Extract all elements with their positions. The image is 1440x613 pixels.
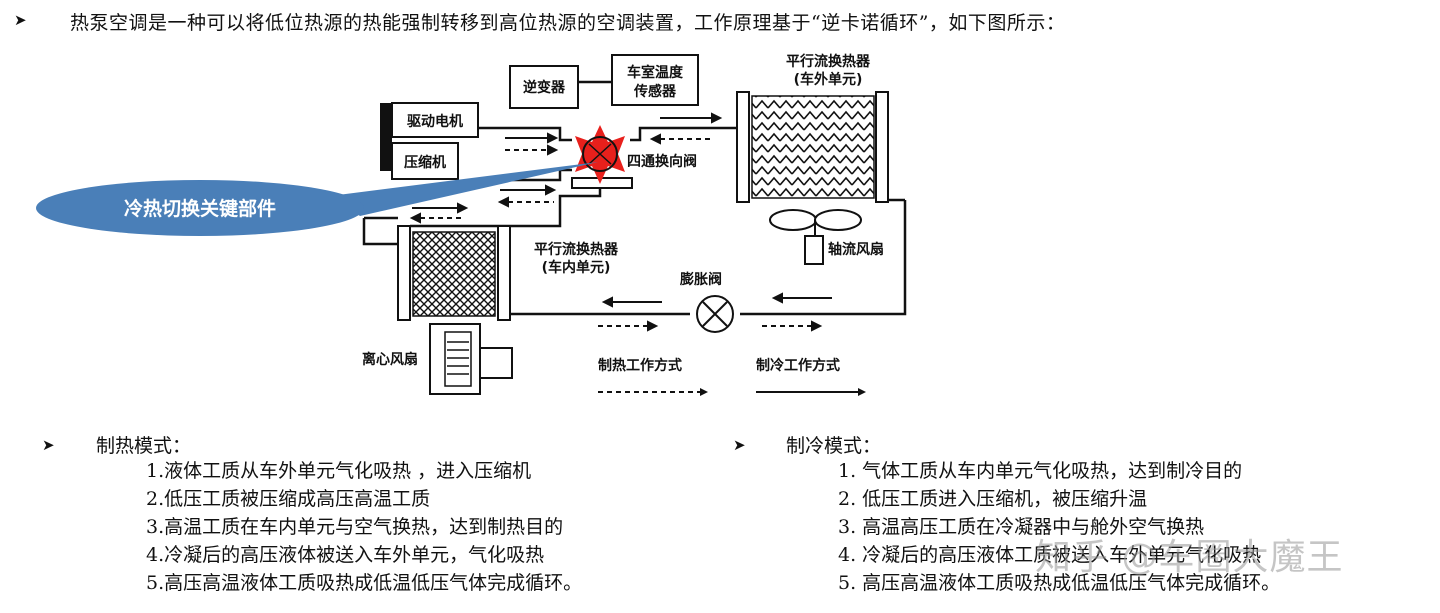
heat-pump-diagram: 逆变器 车室温度 传感器 驱动电机 压缩机 四通换向阀 平行流换热器 (车外单元… — [36, 53, 907, 396]
axial-fan-label: 轴流风扇 — [828, 241, 884, 258]
centrifugal-fan-label: 离心风扇 — [362, 351, 418, 368]
intro-bullet-icon: ➤ — [14, 11, 27, 29]
cabin-temp-sensor-label-2: 传感器 — [633, 83, 677, 100]
heating-step: 5.高压高温液体工质吸热成低温低压气体完成循环。 — [146, 572, 583, 594]
indoor-exchanger-label-1: 平行流换热器 — [534, 241, 619, 258]
compressor-box: 压缩机 — [391, 142, 459, 180]
cooling-step: 5. 高压高温液体工质吸热成低温低压气体完成循环。 — [838, 572, 1281, 594]
flow-arrows — [409, 112, 832, 332]
watermark: 知乎 @车圈大魔王 — [1035, 537, 1344, 578]
indoor-exchanger: 平行流换热器 (车内单元) — [397, 225, 619, 321]
cabin-temp-sensor-box: 车室温度 传感器 — [611, 54, 699, 106]
axial-fan-icon — [769, 209, 862, 265]
heating-step: 3.高温工质在车内单元与空气换热，达到制热目的 — [146, 516, 564, 538]
cooling-step: 4. 冷凝后的高压液体工质被送入车外单元气化吸热 — [838, 544, 1262, 566]
inverter-box: 逆变器 — [509, 65, 579, 109]
expansion-valve-label: 膨胀阀 — [680, 271, 722, 288]
drive-motor-box: 驱动电机 — [380, 102, 479, 171]
legend-heating-label: 制热工作方式 — [598, 357, 682, 374]
cooling-bullet-icon: ➤ — [733, 436, 746, 454]
cooling-step: 1. 气体工质从车内单元气化吸热，达到制冷目的 — [838, 460, 1243, 482]
heating-bullet-icon: ➤ — [42, 436, 55, 454]
centrifugal-fan-icon — [429, 323, 513, 395]
compressor-label: 压缩机 — [404, 154, 446, 171]
legend: 制热工作方式 制冷工作方式 — [598, 357, 866, 396]
cooling-steps: 1. 气体工质从车内单元气化吸热，达到制冷目的 2. 低压工质进入压缩机，被压缩… — [838, 457, 1280, 597]
four-way-valve-label: 四通换向阀 — [627, 153, 697, 170]
heating-mode-title: 制热模式： — [96, 435, 192, 457]
key-component-star-icon — [575, 125, 625, 184]
inverter-label: 逆变器 — [523, 79, 566, 96]
heating-step: 2.低压工质被压缩成高压高温工质 — [146, 488, 431, 510]
indoor-exchanger-label-2: (车内单元) — [542, 259, 611, 276]
outdoor-exchanger-label-2: (车外单元) — [794, 71, 863, 88]
expansion-valve-icon — [696, 295, 734, 333]
drive-motor-label: 驱动电机 — [407, 113, 463, 130]
key-component-callout: 冷热切换关键部件 — [36, 162, 598, 236]
heating-step: 1.液体工质从车外单元气化吸热 ，进入压缩机 — [146, 460, 532, 482]
heating-steps: 1.液体工质从车外单元气化吸热 ，进入压缩机 2.低压工质被压缩成高压高温工质 … — [146, 457, 582, 597]
heating-step: 4.冷凝后的高压液体被送入车外单元，气化吸热 — [146, 544, 545, 566]
cooling-step: 2. 低压工质进入压缩机，被压缩升温 — [838, 488, 1148, 510]
cooling-step: 3. 高温高压工质在冷凝器中与舱外空气换热 — [838, 516, 1205, 538]
outdoor-exchanger-label-1: 平行流换热器 — [786, 53, 871, 70]
intro-text: 热泵空调是一种可以将低位热源的热能强制转移到高位热源的空调装置，工作原理基于“逆… — [70, 12, 1066, 34]
cabin-temp-sensor-label-1: 车室温度 — [627, 64, 684, 81]
outdoor-exchanger: 平行流换热器 (车外单元) — [736, 53, 889, 203]
legend-cooling-label: 制冷工作方式 — [756, 357, 840, 374]
callout-label: 冷热切换关键部件 — [124, 197, 276, 220]
cooling-mode-title: 制冷模式： — [786, 435, 882, 457]
